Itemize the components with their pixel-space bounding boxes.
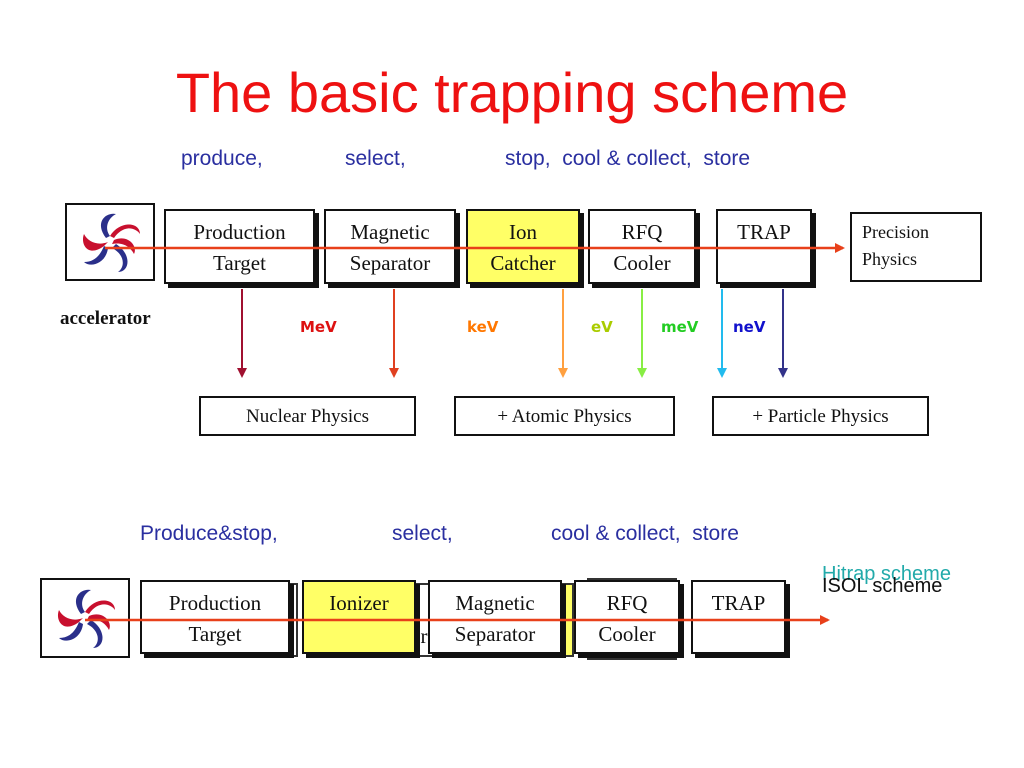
box-line: Catcher: [490, 251, 556, 275]
nuclear-physics-box: Nuclear Physics: [199, 396, 416, 436]
box-line: Target: [188, 622, 242, 646]
atomic-physics-box: + Atomic Physics: [454, 396, 675, 436]
accelerator-label: accelerator: [60, 308, 151, 329]
energy-kev: keV: [467, 318, 499, 336]
box-line: Cooler: [613, 251, 671, 275]
step-produce: produce,: [181, 147, 263, 170]
energy-mev: MeV: [300, 318, 337, 336]
box-line: TRAP: [711, 591, 766, 615]
box-line: Target: [213, 251, 266, 275]
rfq-cooler-box-bottom: RFQ Cooler: [574, 580, 680, 654]
accelerator-logo-icon: [40, 578, 130, 658]
box-line: Ionizer: [329, 591, 389, 615]
energy-nev: neV: [733, 318, 766, 336]
box-line: RFQ: [621, 220, 663, 244]
box-line: Precision: [862, 222, 929, 242]
energy-mev-milli: meV: [661, 318, 699, 336]
isol-scheme-label: ISOL scheme: [822, 575, 943, 597]
box-line: TRAP: [737, 220, 791, 244]
step-select: select,: [345, 147, 406, 170]
box-line: Ion: [509, 220, 537, 244]
step-select-bottom: select,: [392, 522, 453, 545]
particle-physics-box: + Particle Physics: [712, 396, 929, 436]
trap-box-bottom: TRAP: [691, 580, 786, 654]
production-target-box: Production Target: [164, 209, 315, 284]
box-line: Production: [168, 591, 262, 615]
rfq-cooler-box: RFQ Cooler: [588, 209, 696, 284]
step-stop-cool-collect-store: stop, cool & collect, store: [505, 147, 751, 170]
magnetic-separator-box-bottom: Magnetic Separator: [428, 580, 562, 654]
accelerator-logo-icon: [65, 203, 155, 281]
step-cool-collect-store: cool & collect, store: [551, 522, 739, 545]
trap-box: TRAP: [716, 209, 812, 284]
hitrap-scheme-label: Hitrap scheme: [822, 563, 951, 585]
box-line: Production: [193, 220, 286, 244]
ionizer-box: Ionizer: [302, 580, 416, 654]
step-produce-stop: Produce&stop,: [140, 522, 278, 545]
box-line: Magnetic: [455, 591, 535, 615]
ion-catcher-box: Ion Catcher: [466, 209, 580, 284]
magnetic-separator-box: Magnetic Separator: [324, 209, 456, 284]
box-line: Separator: [349, 251, 431, 275]
box-line: RFQ: [606, 591, 648, 615]
box-line: Physics: [862, 249, 918, 269]
page-title: The basic trapping scheme: [175, 61, 849, 124]
precision-physics-box: Precision Physics: [850, 212, 982, 282]
box-line: Magnetic: [350, 220, 430, 244]
box-line: Cooler: [598, 622, 656, 646]
box-line: Separator: [454, 622, 536, 646]
production-target-box-bottom: Production Target: [140, 580, 290, 654]
energy-ev: eV: [591, 318, 613, 336]
